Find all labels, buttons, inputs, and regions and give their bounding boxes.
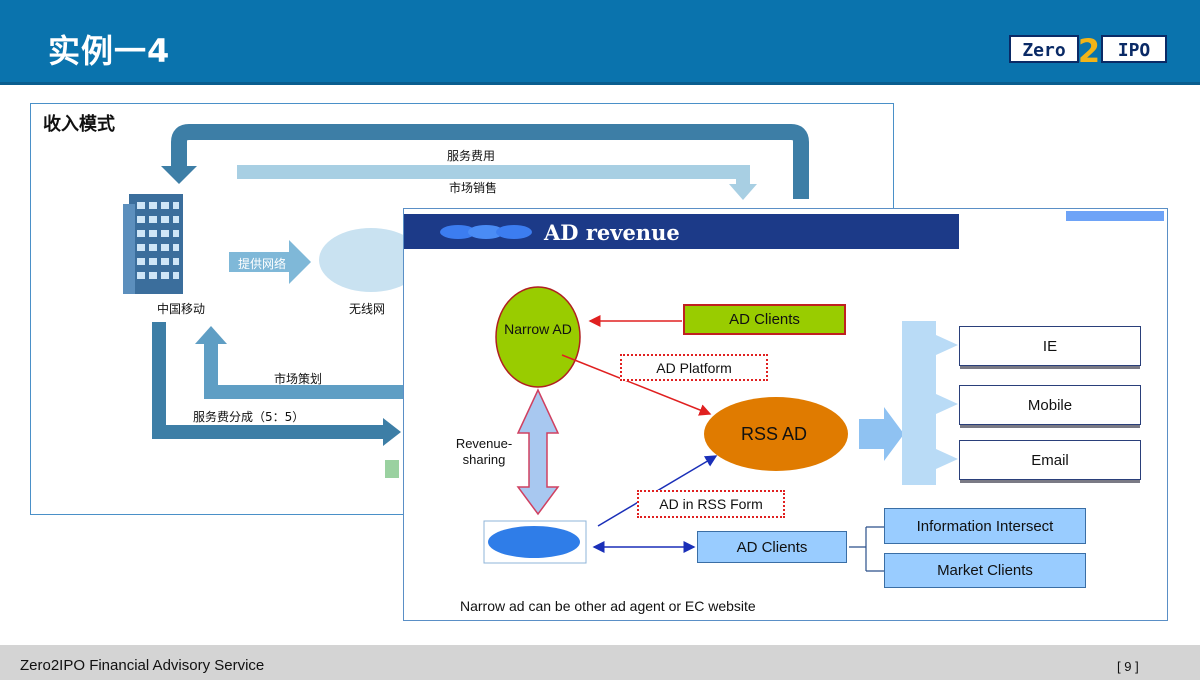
- narrow-ad-node: [495, 286, 581, 388]
- narrow-ad-note: Narrow ad can be other ad agent or EC we…: [460, 598, 756, 614]
- channel-ie-chevron: [936, 335, 958, 355]
- top-loop-arrowhead: [161, 166, 197, 184]
- ad-revenue-title-bar: AD revenue: [404, 214, 959, 249]
- revenue-model-title: 收入模式: [43, 114, 115, 135]
- building-icon: [123, 194, 183, 294]
- channel-mobile-chevron: [936, 394, 958, 414]
- market-clients-box: Market Clients: [884, 553, 1086, 588]
- top-loop-arrow: [171, 124, 809, 199]
- ad-in-rss-form-box: AD in RSS Form: [637, 490, 785, 518]
- label-provide-network: 提供网络: [238, 257, 287, 271]
- label-wireless: 无线网: [349, 302, 386, 316]
- information-intersect-box: Information Intersect: [884, 508, 1086, 544]
- logo-text-left: Zero: [1022, 40, 1065, 61]
- page-title: 实例一4: [48, 32, 171, 70]
- channel-email-chevron: [936, 449, 958, 469]
- revenue-sharing-label: Revenue-sharing: [444, 435, 524, 469]
- ad-clients-top-box: AD Clients: [683, 304, 846, 335]
- rss-ad-label: RSS AD: [740, 423, 808, 444]
- label-china-mobile: 中国移动: [157, 302, 206, 316]
- revenue-model-diagram: [123, 124, 809, 478]
- market-planning-arrow: [204, 334, 403, 399]
- channels-bar: [902, 321, 936, 485]
- footer-bar: Zero2IPO Financial Advisory Service [ 9 …: [0, 645, 1200, 680]
- market-sales-arrow: [237, 165, 750, 184]
- channel-ie-box: IE: [959, 326, 1141, 366]
- blurred-site-fill: [488, 526, 580, 558]
- market-planning-arrowhead: [195, 326, 227, 344]
- ad-revenue-title: AD revenue: [544, 220, 680, 245]
- money-icon: [385, 460, 399, 478]
- label-service-fee: 服务费用: [447, 149, 496, 163]
- ad-platform-box: AD Platform: [620, 354, 768, 381]
- blurred-corner-image: [1066, 211, 1164, 221]
- logo-text-right: IPO: [1118, 40, 1151, 61]
- narrow-ad-label: Narrow AD: [504, 320, 572, 337]
- zero2ipo-logo: Zero 2 IPO: [1009, 32, 1167, 66]
- ad-revenue-panel: AD revenue Narr: [403, 208, 1168, 621]
- provide-network-arrow: [229, 240, 311, 284]
- platform-arrow: [561, 354, 712, 416]
- blurred-logo-image: [440, 225, 532, 239]
- logo-digit: 2: [1078, 32, 1100, 66]
- header-bar: 实例一4 Zero 2 IPO: [0, 0, 1200, 85]
- fee-share-arrowhead: [383, 418, 401, 446]
- rss-ad-node: [704, 397, 848, 471]
- market-sales-arrowhead: [729, 184, 757, 200]
- channel-mobile-box: Mobile: [959, 385, 1141, 425]
- page-number: [ 9 ]: [1117, 659, 1139, 674]
- ad-clients-bottom-box: AD Clients: [697, 531, 847, 563]
- wireless-cloud-icon: [319, 228, 423, 292]
- label-market-planning: 市场策划: [274, 372, 323, 386]
- footer-company: Zero2IPO Financial Advisory Service: [20, 657, 265, 674]
- revenue-sharing-arrow: [516, 388, 560, 516]
- label-market-sales: 市场销售: [449, 181, 498, 195]
- clients-connector: [849, 526, 884, 572]
- ad-revenue-diagram: [483, 286, 1140, 572]
- label-fee-share: 服务费分成（5：5）: [193, 410, 305, 424]
- fee-share-arrow: [152, 322, 383, 439]
- rss-to-channels-arrow: [859, 407, 904, 461]
- channel-email-box: Email: [959, 440, 1141, 480]
